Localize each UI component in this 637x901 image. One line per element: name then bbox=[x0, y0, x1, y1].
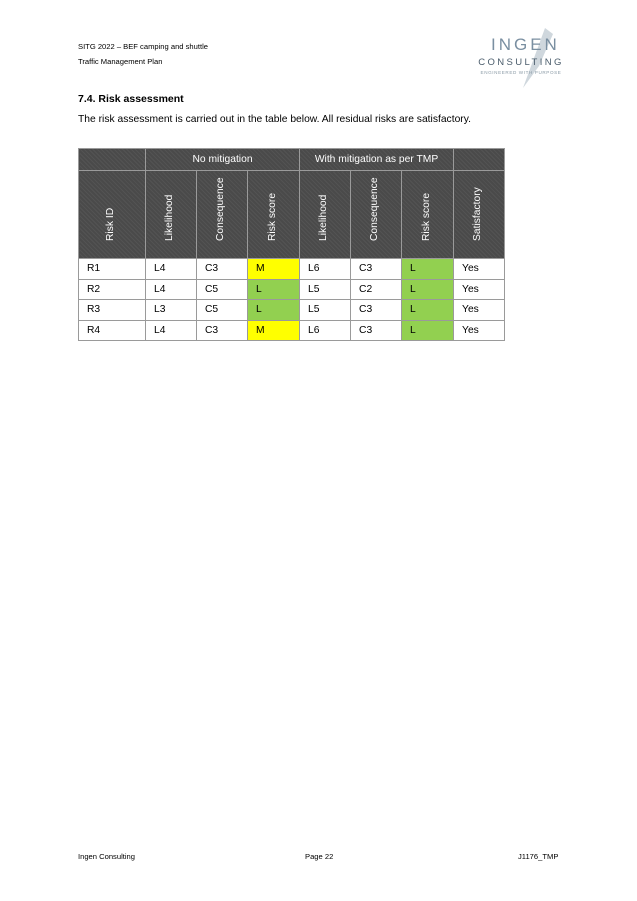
table-row: R1 L4 C3 M L6 C3 L Yes bbox=[78, 258, 506, 280]
group-header-with-mitigation: With mitigation as per TMP bbox=[299, 148, 455, 171]
column-header-risk-score-mitigated: Risk score bbox=[401, 170, 455, 259]
header-blank-left bbox=[78, 148, 146, 171]
ingen-consulting-logo: INGEN CONSULTING ENGINEERED WITH PURPOSE bbox=[473, 26, 569, 88]
footer-page-number: Page 22 bbox=[305, 852, 334, 861]
column-header-risk-score: Risk score bbox=[246, 170, 301, 259]
cell-risk-score-mitigated: L bbox=[401, 258, 455, 280]
column-header-likelihood: Likelihood bbox=[145, 170, 197, 259]
cell-consequence: C3 bbox=[196, 258, 248, 280]
cell-risk-id: R4 bbox=[78, 319, 146, 341]
group-header-no-mitigation: No mitigation bbox=[144, 148, 301, 171]
cell-likelihood: L4 bbox=[145, 278, 197, 300]
cell-satisfactory: Yes bbox=[453, 299, 506, 321]
logo-word-ingen: INGEN bbox=[491, 35, 560, 54]
table-row: R2 L4 C5 L L5 C2 L Yes bbox=[78, 278, 506, 300]
header-document-title: Traffic Management Plan bbox=[78, 57, 163, 66]
cell-consequence-mitigated: C3 bbox=[350, 319, 403, 341]
cell-risk-score: L bbox=[246, 278, 301, 300]
column-header-risk-id: Risk ID bbox=[78, 170, 146, 259]
cell-likelihood-mitigated: L6 bbox=[299, 319, 352, 341]
footer-job-number: J1176_TMP bbox=[518, 852, 559, 861]
cell-consequence: C5 bbox=[196, 299, 248, 321]
cell-likelihood: L3 bbox=[145, 299, 197, 321]
cell-likelihood-mitigated: L6 bbox=[299, 258, 352, 280]
cell-consequence: C5 bbox=[196, 278, 248, 300]
cell-consequence-mitigated: C3 bbox=[350, 299, 403, 321]
cell-consequence-mitigated: C3 bbox=[350, 258, 403, 280]
cell-likelihood: L4 bbox=[145, 258, 197, 280]
cell-risk-score-mitigated: L bbox=[401, 278, 455, 300]
cell-consequence: C3 bbox=[196, 319, 248, 341]
column-header-consequence: Consequence bbox=[196, 170, 248, 259]
column-header-likelihood-mitigated: Likelihood bbox=[299, 170, 352, 259]
table-row: R3 L3 C5 L L5 C3 L Yes bbox=[78, 299, 506, 321]
column-header-satisfactory: Satisfactory bbox=[453, 170, 506, 259]
cell-risk-id: R2 bbox=[78, 278, 146, 300]
cell-likelihood-mitigated: L5 bbox=[299, 299, 352, 321]
logo-word-consulting: CONSULTING bbox=[478, 57, 564, 68]
table-row: R4 L4 C3 M L6 C3 L Yes bbox=[78, 319, 506, 341]
cell-satisfactory: Yes bbox=[453, 319, 506, 341]
logo-tagline: ENGINEERED WITH PURPOSE bbox=[480, 70, 562, 75]
cell-risk-score: M bbox=[246, 319, 301, 341]
cell-risk-id: R3 bbox=[78, 299, 146, 321]
risk-assessment-table: No mitigation With mitigation as per TMP… bbox=[78, 148, 506, 341]
cell-risk-score: M bbox=[246, 258, 301, 280]
section-title: 7.4. Risk assessment bbox=[78, 93, 184, 105]
cell-risk-id: R1 bbox=[78, 258, 146, 280]
cell-likelihood-mitigated: L5 bbox=[299, 278, 352, 300]
cell-satisfactory: Yes bbox=[453, 278, 506, 300]
cell-likelihood: L4 bbox=[145, 319, 197, 341]
header-blank-right bbox=[453, 148, 506, 171]
section-intro: The risk assessment is carried out in th… bbox=[78, 114, 471, 125]
header-project-title: SITG 2022 – BEF camping and shuttle bbox=[78, 42, 209, 51]
column-header-consequence-mitigated: Consequence bbox=[350, 170, 403, 259]
logo-swoosh-icon bbox=[523, 28, 553, 88]
footer-company: Ingen Consulting bbox=[78, 852, 135, 861]
cell-risk-score: L bbox=[246, 299, 301, 321]
cell-risk-score-mitigated: L bbox=[401, 319, 455, 341]
cell-consequence-mitigated: C2 bbox=[350, 278, 403, 300]
cell-satisfactory: Yes bbox=[453, 258, 506, 280]
cell-risk-score-mitigated: L bbox=[401, 299, 455, 321]
